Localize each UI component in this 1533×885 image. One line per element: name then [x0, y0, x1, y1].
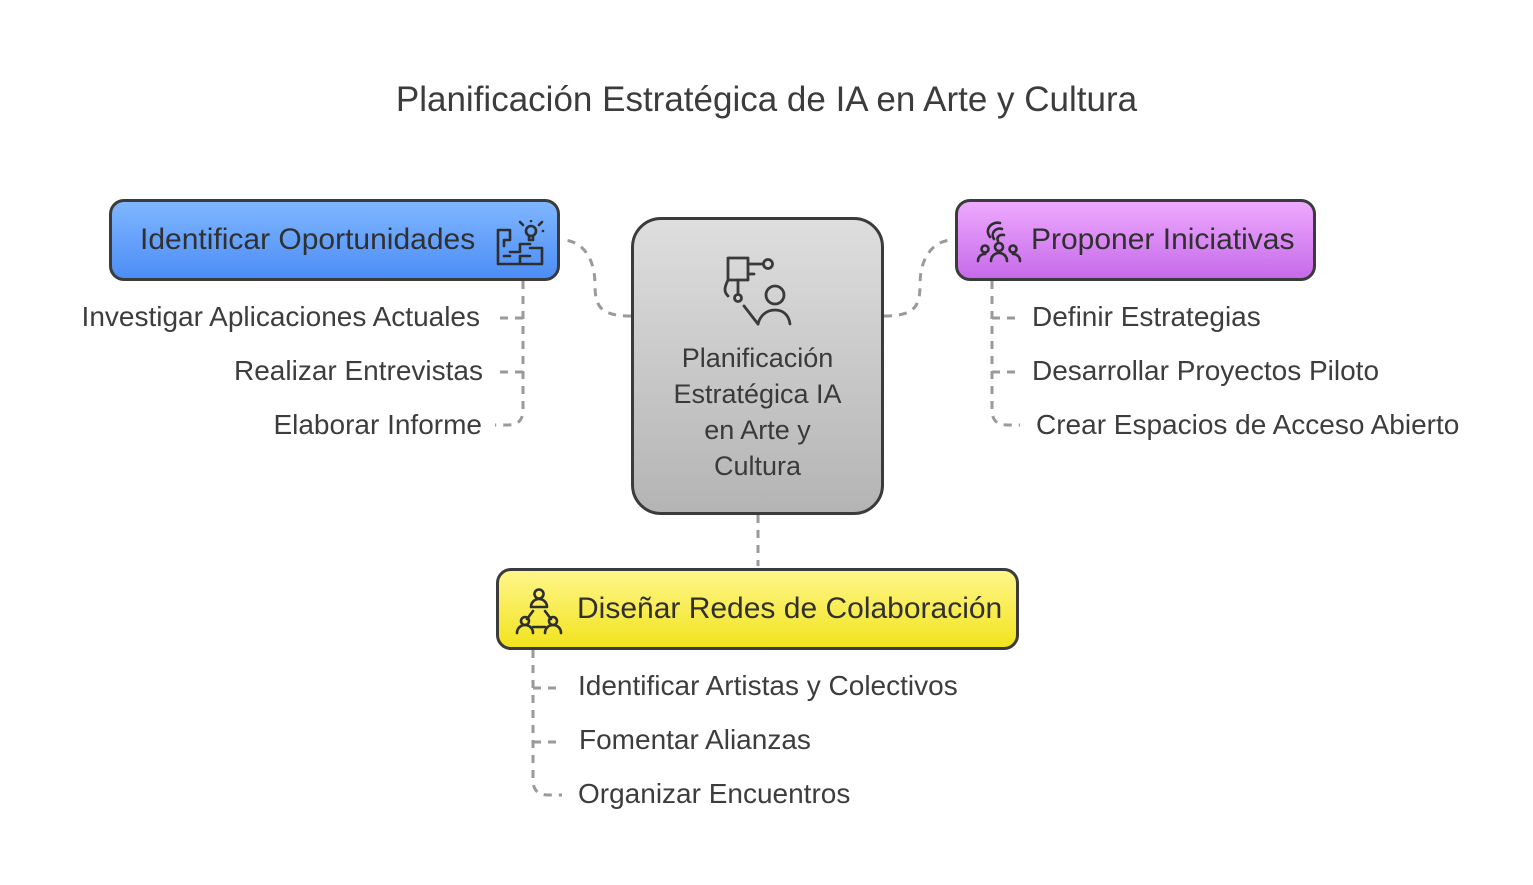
branch-proponer-iniciativas[interactable]: Proponer Iniciativas	[955, 199, 1316, 281]
network-people-icon	[515, 587, 563, 640]
central-topic-label: Planificación Estratégica IA en Arte y C…	[673, 343, 842, 481]
group-signal-icon	[976, 219, 1022, 270]
branch-identificar-oportunidades[interactable]: Identificar Oportunidades	[109, 199, 560, 281]
diagram-title: Planificación Estratégica de IA en Arte …	[395, 80, 1138, 119]
branch-label: Identificar Oportunidades	[140, 223, 476, 256]
branch-label: Diseñar Redes de Colaboración	[577, 592, 1003, 625]
list-item: Investigar Aplicaciones Actuales	[81, 301, 480, 332]
branch-disenar-redes[interactable]: Diseñar Redes de Colaboración	[496, 568, 1019, 650]
list-item: Identificar Artistas y Colectivos	[578, 670, 958, 701]
list-item: Definir Estrategias	[1032, 301, 1261, 332]
list-item: Realizar Entrevistas	[234, 355, 483, 386]
list-item: Organizar Encuentros	[578, 778, 851, 809]
person-with-device-icon	[720, 254, 800, 335]
list-item: Fomentar Alianzas	[579, 724, 811, 755]
list-item: Elaborar Informe	[273, 409, 482, 440]
central-topic[interactable]: Planificación Estratégica IA en Arte y C…	[631, 217, 884, 515]
list-item: Desarrollar Proyectos Piloto	[1032, 355, 1380, 386]
branch-label: Proponer Iniciativas	[1031, 223, 1295, 256]
lightbulb-plan-icon	[496, 219, 546, 271]
list-item: Crear Espacios de Acceso Abierto	[1036, 409, 1460, 440]
